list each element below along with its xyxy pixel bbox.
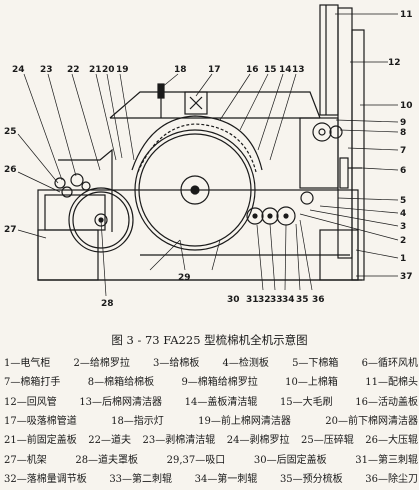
legend-item: 11—配棉头 — [365, 377, 418, 389]
suction-duct — [184, 91, 208, 115]
callout-6: 6 — [400, 166, 406, 176]
legend-item: 27—机架 — [4, 454, 47, 466]
callout-34: 34 — [282, 295, 295, 305]
top-cover — [109, 91, 321, 119]
callout-25: 25 — [4, 127, 17, 137]
legend-item: 23—剥棉清洁辊 — [142, 435, 216, 447]
legend-item: 18—指示灯 — [111, 416, 164, 428]
legend-item: 30—后固定盖板 — [253, 454, 327, 466]
feed-roller — [300, 191, 314, 205]
callout-29: 29 — [178, 273, 191, 283]
callout-21: 21 — [89, 65, 102, 75]
callout-14: 14 — [279, 65, 292, 75]
callout-4: 4 — [400, 209, 406, 219]
callout-3: 3 — [400, 222, 406, 232]
callout-24: 24 — [12, 65, 25, 75]
licker-in-3 — [246, 207, 264, 225]
revolving-flats — [131, 115, 263, 171]
crush-roll — [61, 186, 73, 198]
chute-frame — [337, 7, 353, 259]
callout-33: 33 — [270, 295, 283, 305]
legend-item: 24—剥棉罗拉 — [226, 435, 290, 447]
legend-item: 9—棉箱给棉罗拉 — [181, 377, 258, 389]
legend-item: 31—第三刺辊 — [355, 454, 418, 466]
callout-31: 31 — [246, 295, 259, 305]
legend-item: 20—前下棉网清洁器 — [325, 416, 418, 428]
lower-chute — [299, 117, 339, 189]
legend-item: 26—大压辊 — [365, 435, 418, 447]
cylinder — [134, 129, 256, 251]
calender-roll — [54, 177, 66, 189]
parts-legend: 1—电气柜 2—给棉罗拉 3—给棉板 4—检测板 5—下棉箱 6—循环风机 7—… — [4, 352, 418, 487]
callout-15: 15 — [264, 65, 277, 75]
legend-item: 10—上棉箱 — [285, 377, 338, 389]
callout-23: 23 — [40, 65, 53, 75]
legend-row: 1—电气柜 2—给棉罗拉 3—给棉板 4—检测板 5—下棉箱 6—循环风机 — [4, 352, 418, 371]
legend-item: 19—前上棉网清洁器 — [198, 416, 291, 428]
doffer — [68, 187, 134, 253]
callout-27: 27 — [4, 225, 17, 235]
callout-35: 35 — [296, 295, 309, 305]
callout-9: 9 — [400, 118, 406, 128]
callout-30: 30 — [227, 295, 240, 305]
legend-item: 16—活动盖板 — [355, 396, 418, 408]
legend-row: 32—落棉量调节板 33—第二刺辊 34—第一刺辊 35—预分梳板 36—除尘刀 — [4, 468, 418, 487]
legend-item: 6—循环风机 — [361, 358, 418, 370]
legend-item: 12—回风管 — [4, 396, 57, 408]
chute-feed-roller — [312, 122, 332, 142]
callout-5: 5 — [400, 196, 406, 206]
legend-item: 8—棉箱给棉板 — [87, 377, 155, 389]
callout-37: 37 — [400, 272, 413, 282]
legend-item: 36—除尘刀 — [365, 473, 418, 485]
legend-item: 3—给棉板 — [153, 358, 200, 370]
callout-1: 1 — [400, 254, 406, 264]
callout-12: 12 — [388, 58, 401, 68]
upper-chute — [319, 4, 339, 116]
legend-item: 35—预分梳板 — [279, 473, 343, 485]
legend-item: 28—道夫罩板 — [75, 454, 139, 466]
legend-row: 12—回风管 13—后棉网清洁器 14—盖板清洁辊 15—大毛刷 16—活动盖板 — [4, 391, 418, 410]
callout-26: 26 — [4, 165, 17, 175]
legend-item: 34—第一刺辊 — [194, 473, 258, 485]
legend-row: 17—吸落棉管道 18—指示灯 19—前上棉网清洁器 20—前下棉网清洁器 — [4, 410, 418, 429]
legend-item: 29,37—吸口 — [166, 454, 226, 466]
callout-2: 2 — [400, 236, 406, 246]
callout-13: 13 — [292, 65, 305, 75]
callout-11: 11 — [400, 10, 413, 20]
legend-item: 33—第二刺辊 — [109, 473, 173, 485]
callout-7: 7 — [400, 146, 406, 156]
legend-row: 7—棉箱打手 8—棉箱给棉板 9—棉箱给棉罗拉 10—上棉箱 11—配棉头 — [4, 371, 418, 390]
legend-item: 1—电气柜 — [4, 358, 51, 370]
callout-32: 32 — [258, 295, 271, 305]
callout-18: 18 — [174, 65, 187, 75]
legend-item: 4—检测板 — [222, 358, 269, 370]
legend-item: 7—棉箱打手 — [4, 377, 61, 389]
legend-item: 2—给棉罗拉 — [73, 358, 130, 370]
callout-36: 36 — [312, 295, 325, 305]
circulation-fan — [339, 157, 349, 189]
callout-8: 8 — [400, 128, 406, 138]
stripping-roller — [70, 173, 84, 187]
legend-item: 17—吸落棉管道 — [4, 416, 77, 428]
legend-item: 13—后棉网清洁器 — [79, 396, 163, 408]
legend-item: 15—大毛刷 — [279, 396, 333, 408]
figure-caption: 图 3 - 73 FA225 型梳棉机全机示意图 — [111, 333, 308, 347]
legend-item: 25—压碎辊 — [301, 435, 354, 447]
legend-item: 5—下棉箱 — [292, 358, 339, 370]
legend-row: 27—机架 28—道夫罩板 29,37—吸口 30—后固定盖板 31—第三刺辊 — [4, 448, 418, 467]
callout-17: 17 — [208, 65, 221, 75]
legend-row: 21—前固定盖板 22—道夫 23—剥棉清洁辊 24—剥棉罗拉 25—压碎辊 2… — [4, 429, 418, 448]
legend-item: 22—道夫 — [88, 435, 131, 447]
callout-28: 28 — [101, 299, 114, 309]
legend-item: 21—前固定盖板 — [4, 435, 77, 447]
callout-16: 16 — [246, 65, 259, 75]
machine-diagram: 24 23 22 21 20 19 18 17 16 15 14 13 25 2… — [4, 4, 413, 309]
legend-item: 14—盖板清洁辊 — [184, 396, 258, 408]
callout-10: 10 — [400, 101, 413, 111]
callout-19: 19 — [116, 65, 129, 75]
callout-20: 20 — [102, 65, 115, 75]
callout-22: 22 — [67, 65, 80, 75]
legend-item: 32—落棉量调节板 — [4, 473, 87, 485]
